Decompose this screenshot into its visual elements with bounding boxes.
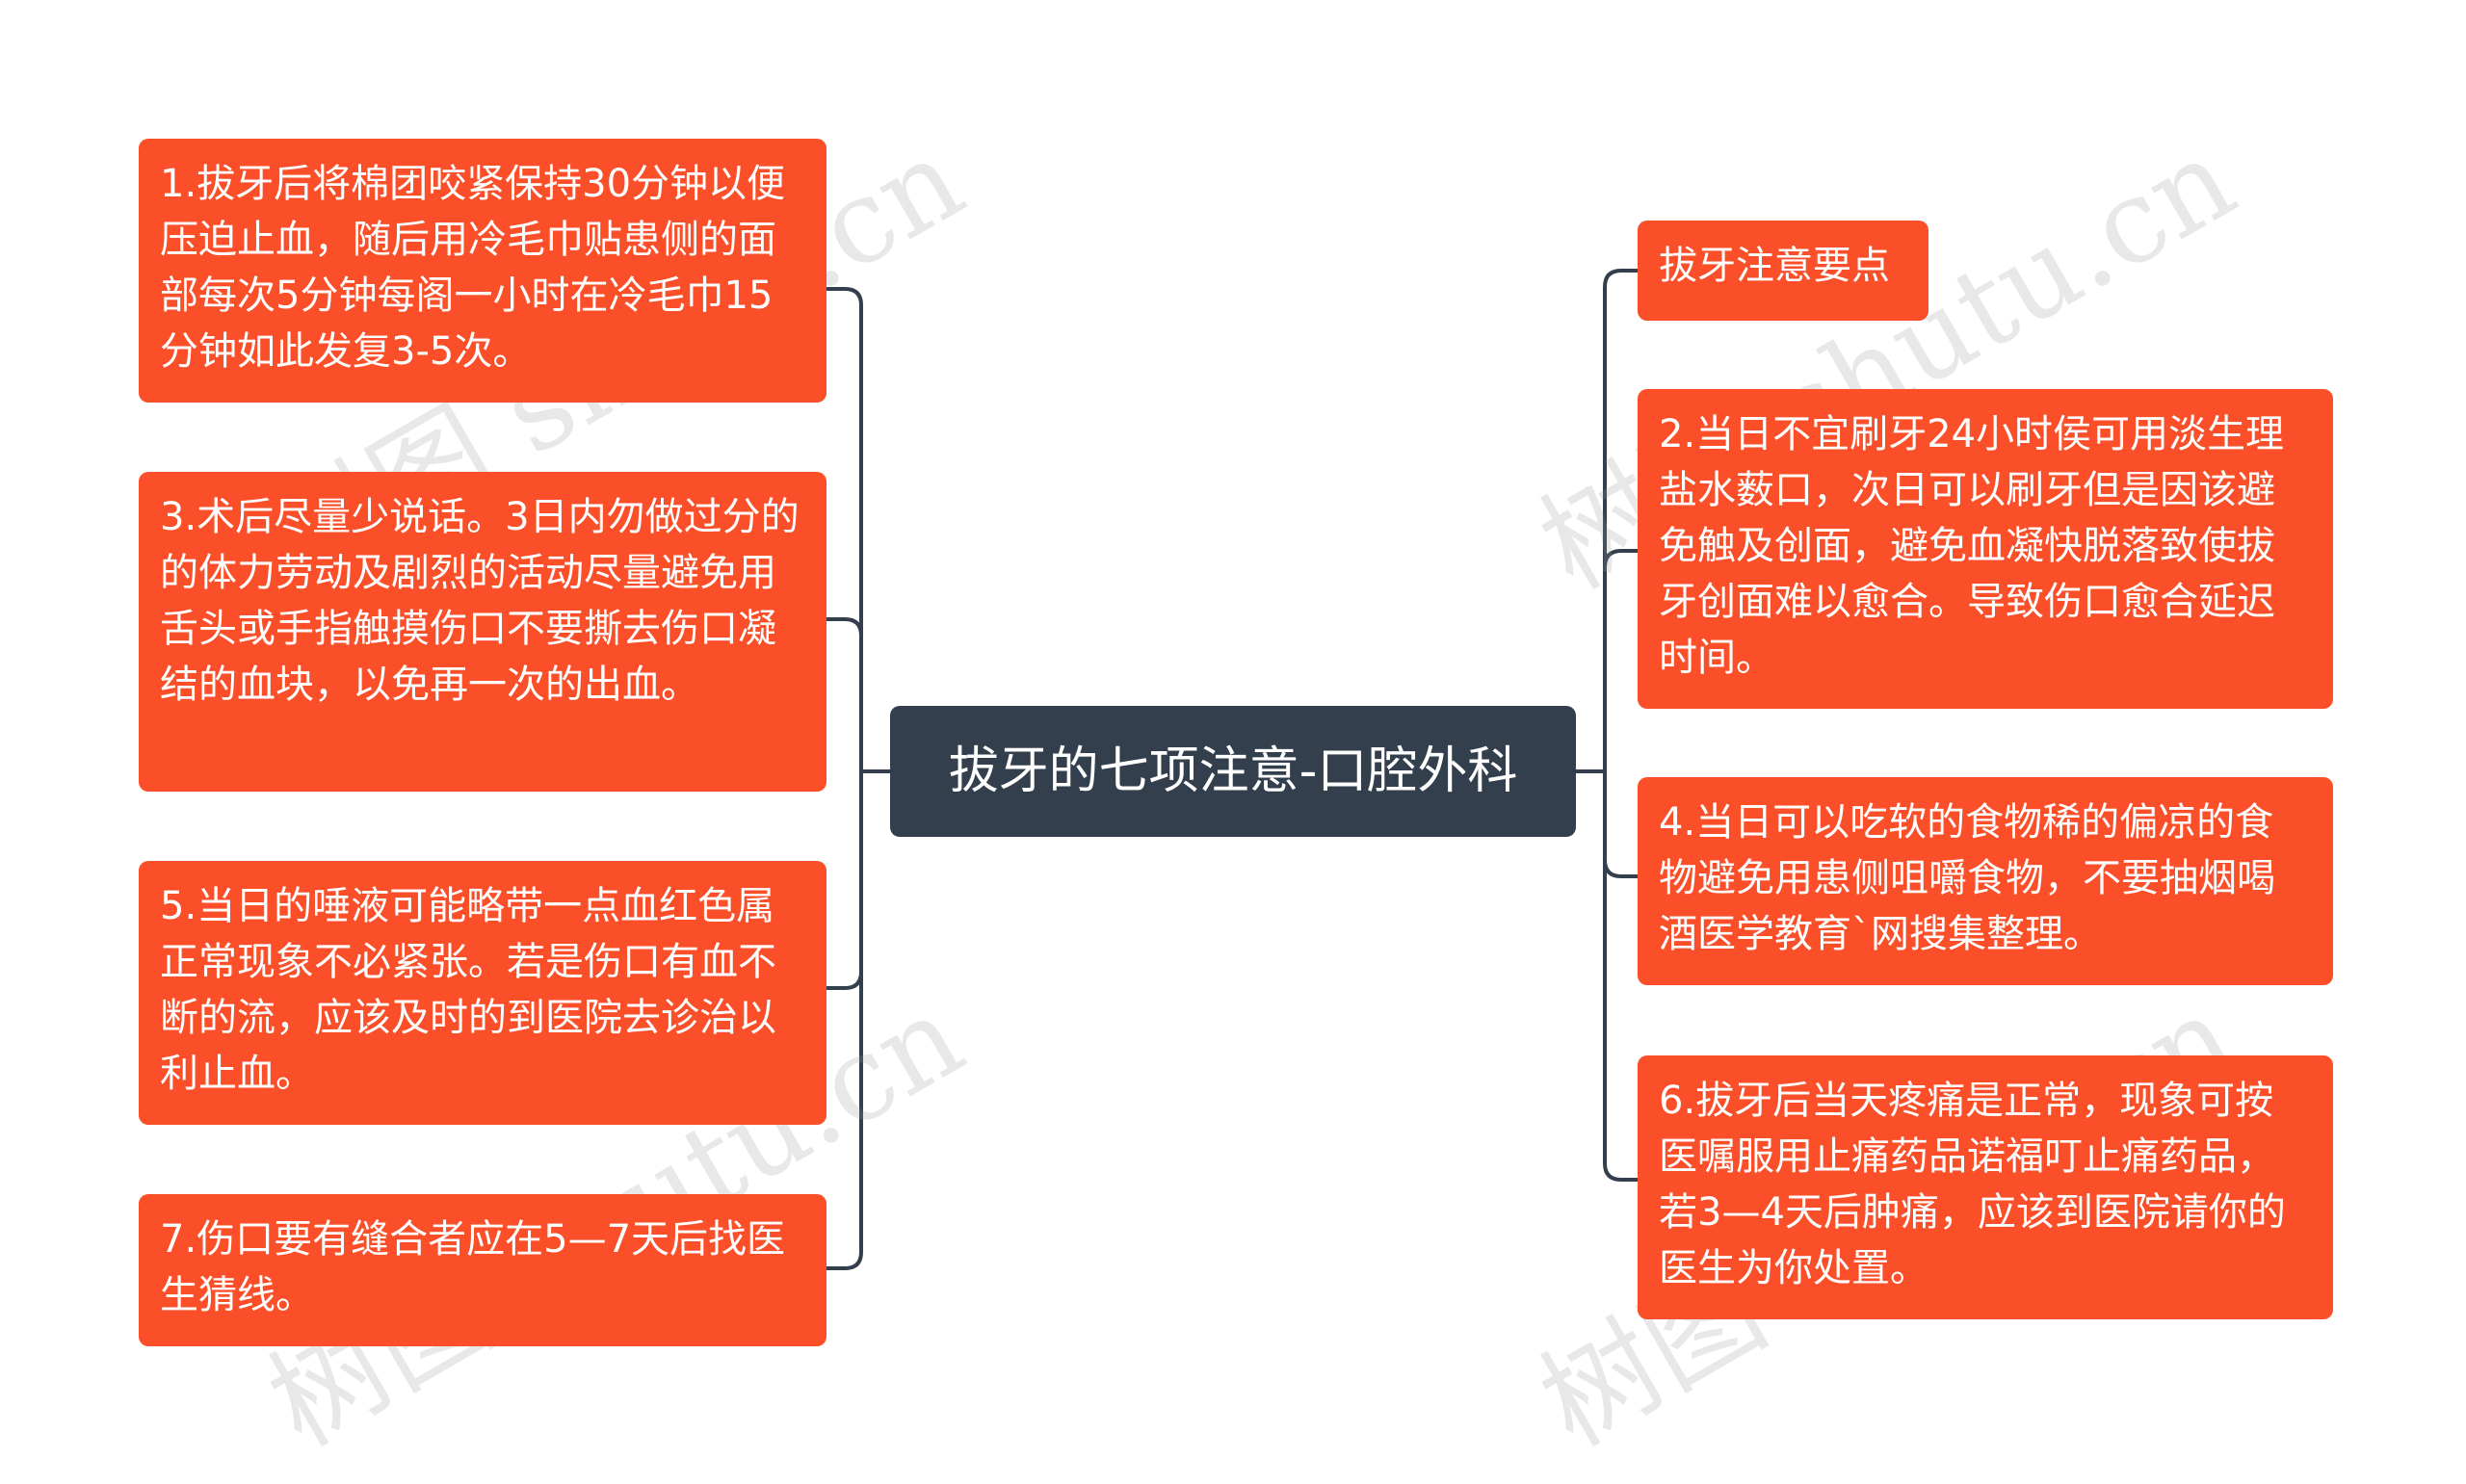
topic-node-left-3[interactable]: 3.术后尽量少说话。3日内勿做过分的的体力劳动及剧烈的活动尽量避免用舌头或手指触…: [139, 472, 826, 792]
topic-node-right-4[interactable]: 4.当日可以吃软的食物稀的偏凉的食物避免用患侧咀嚼食物，不要抽烟喝酒医学教育`网…: [1638, 777, 2333, 985]
topic-node-right-6[interactable]: 6.拔牙后当天疼痛是正常，现象可按医嘱服用止痛药品诺福叮止痛药品，若3—4天后肿…: [1638, 1055, 2333, 1319]
connector-right-2: [1603, 858, 1640, 878]
topic-node-left-1[interactable]: 1.拔牙后将棉团咬紧保持30分钟以便压迫止血，随后用冷毛巾贴患侧的面部每次5分钟…: [139, 139, 826, 403]
connector-right-trunk: [1603, 269, 1623, 1182]
topic-node-right-2[interactable]: 2.当日不宜刷牙24小时侯可用淡生理盐水薮口，次日可以刷牙但是因该避免触及创面，…: [1638, 389, 2333, 709]
topic-node-left-7[interactable]: 7.伤口要有缝合者应在5—7天后找医生猜线。: [139, 1194, 826, 1346]
connector-left-2: [825, 970, 863, 990]
connector-left-1: [825, 617, 863, 638]
connector-right-1: [1603, 549, 1640, 569]
central-topic[interactable]: 拔牙的七项注意-口腔外科: [890, 706, 1576, 837]
topic-node-right-heading[interactable]: 拔牙注意要点: [1638, 221, 1928, 321]
topic-node-left-5[interactable]: 5.当日的唾液可能略带一点血红色属正常现象不必紧张。若是伤口有血不断的流，应该及…: [139, 861, 826, 1125]
connector-left-trunk: [843, 287, 863, 1270]
